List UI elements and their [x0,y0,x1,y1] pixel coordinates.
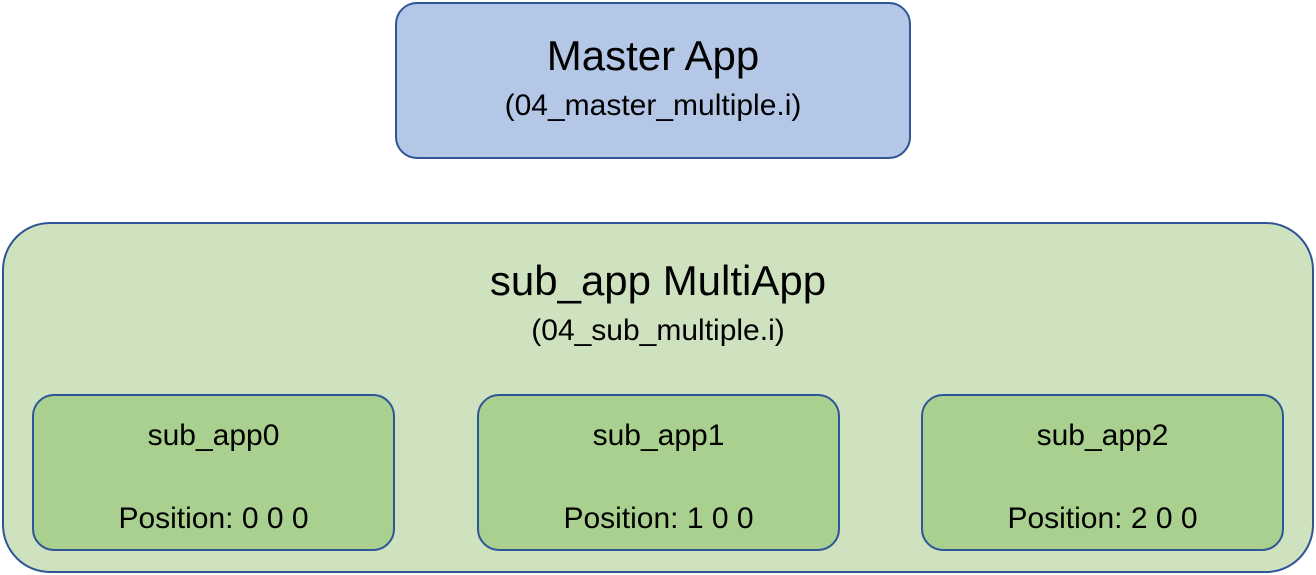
multiapp-title: sub_app MultiApp [489,257,827,304]
subapp-box-2: sub_app2 Position: 2 0 0 [921,394,1284,551]
subapp-position: Position: 2 0 0 [1007,502,1198,535]
subapp-box-0: sub_app0 Position: 0 0 0 [32,394,395,551]
subapp-name: sub_app2 [1036,419,1169,452]
master-app-title: Master App [546,31,760,79]
multiapp-file: (04_sub_multiple.i) [531,314,785,347]
master-app-file: (04_master_multiple.i) [504,88,802,122]
master-app-box: Master App (04_master_multiple.i) [395,2,911,159]
subapp-box-1: sub_app1 Position: 1 0 0 [477,394,840,551]
subapp-name: sub_app0 [147,419,280,452]
subapp-position: Position: 0 0 0 [118,502,309,535]
subapp-position: Position: 1 0 0 [563,502,754,535]
subapp-name: sub_app1 [592,419,725,452]
